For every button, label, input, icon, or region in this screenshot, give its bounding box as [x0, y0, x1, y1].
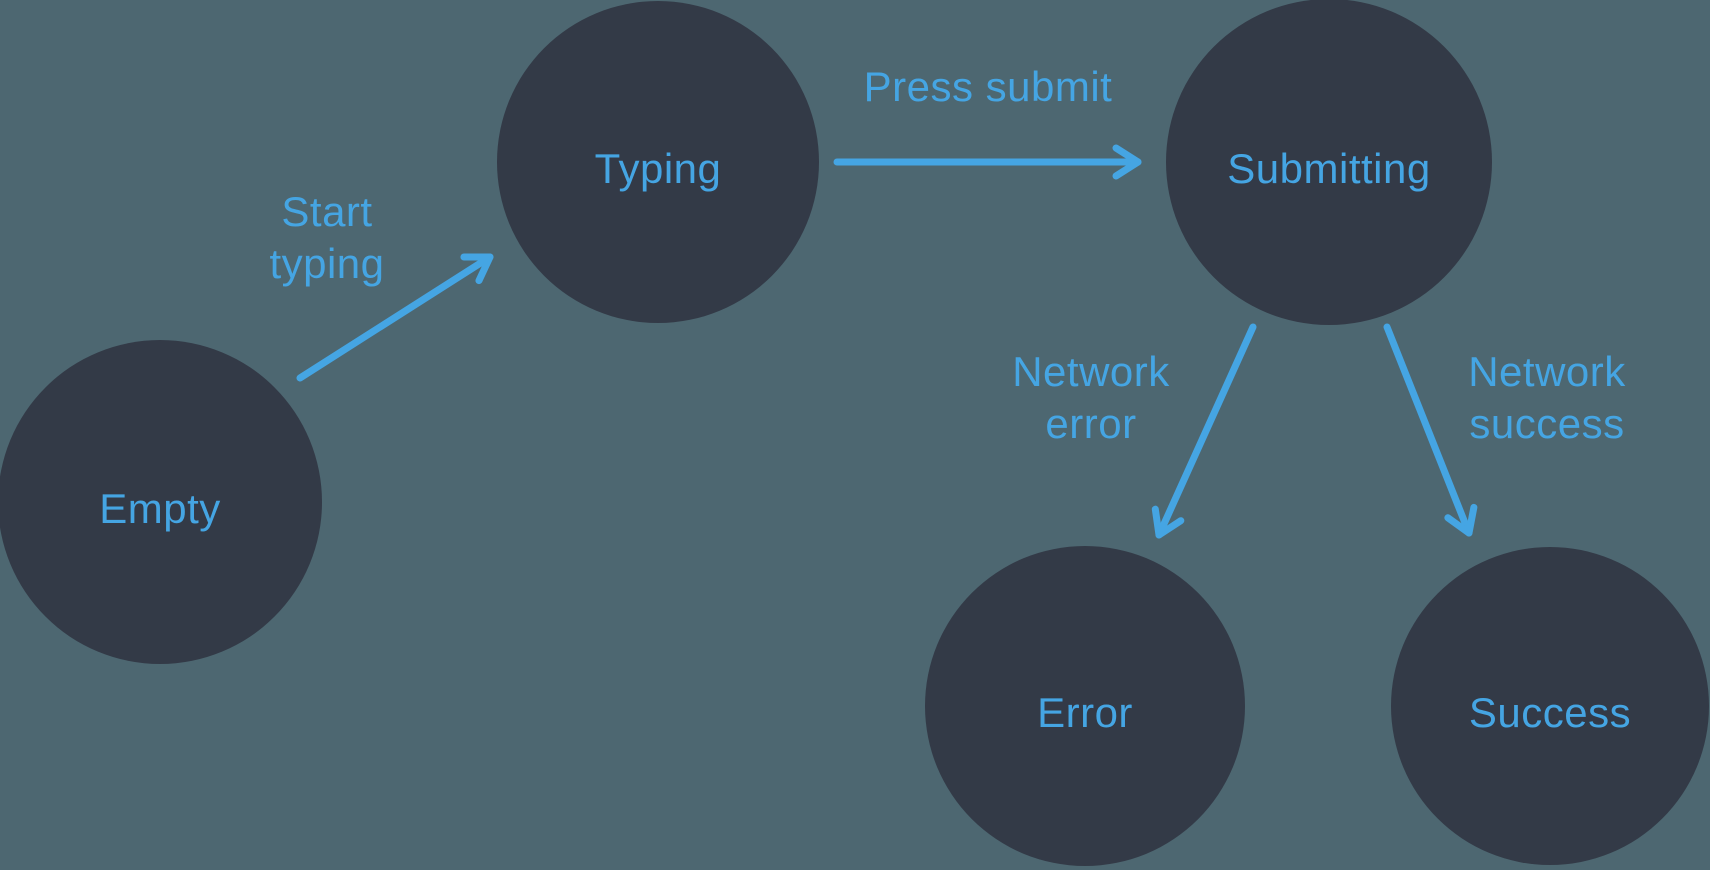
node-label-empty: Empty — [99, 485, 221, 532]
state-node-typing: Typing — [497, 1, 819, 323]
edge-label-network-error: Network error — [1012, 348, 1170, 447]
state-node-error: Error — [925, 546, 1245, 866]
node-label-typing: Typing — [594, 145, 722, 192]
state-node-empty: Empty — [0, 340, 322, 664]
edge-label-start-typing: Start typing — [269, 188, 385, 287]
node-label-success: Success — [1468, 689, 1632, 736]
state-node-submitting: Submitting — [1166, 0, 1492, 325]
edge-arrow-submitting-success — [1383, 323, 1478, 537]
edge-arrow-submitting-error — [1151, 323, 1257, 539]
node-label-submitting: Submitting — [1227, 145, 1431, 192]
edge-label-network-success: Network success — [1468, 348, 1626, 447]
edge-label-press-submit: Press submit — [863, 63, 1113, 110]
edge-arrow-empty-typing — [296, 253, 494, 382]
node-label-error: Error — [1037, 689, 1133, 736]
state-node-success: Success — [1391, 547, 1709, 865]
